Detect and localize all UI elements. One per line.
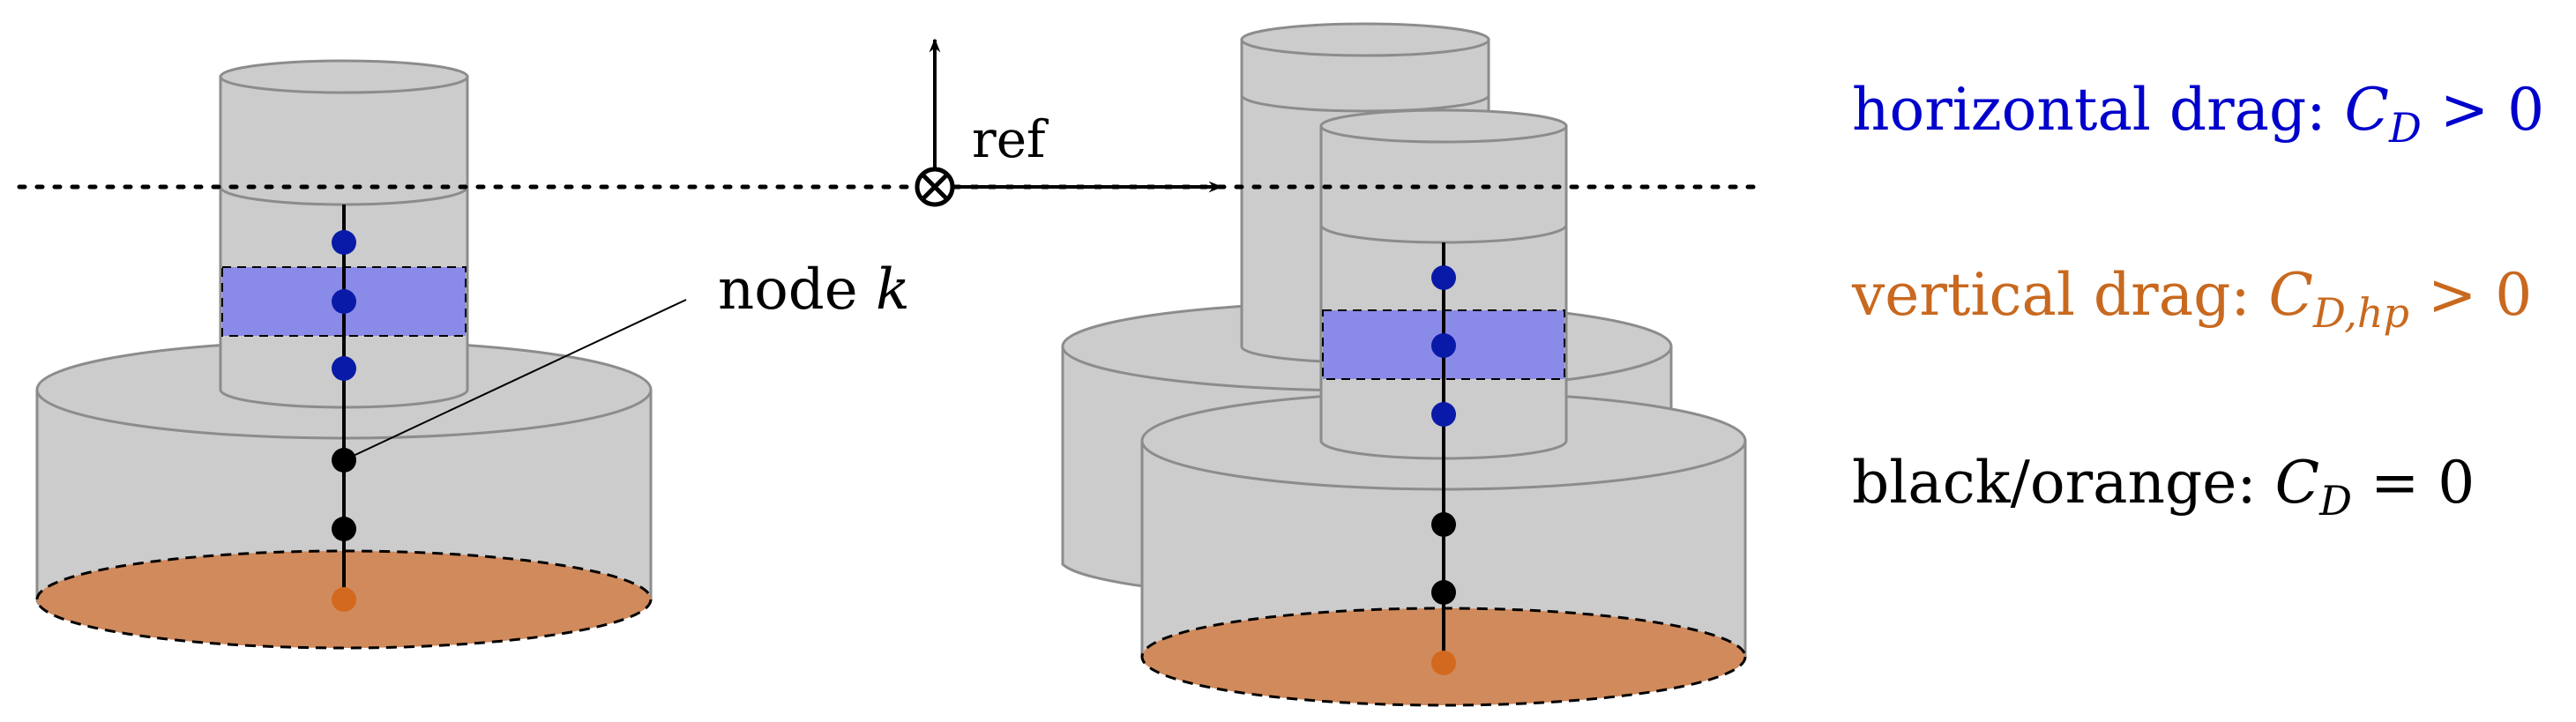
legend-zero-drag: black/orange: CD = 0: [1852, 449, 2475, 525]
node-label-var: k: [876, 257, 910, 323]
legend-zero-sym: C: [2275, 449, 2320, 517]
legend-vertical-text: vertical drag:: [1851, 261, 2269, 329]
right-structure: [1061, 22, 1747, 707]
legend-horizontal-rel: > 0: [2422, 76, 2544, 144]
legend-vertical-rel: > 0: [2409, 261, 2532, 329]
left-node-orange: [332, 587, 356, 612]
right-back-segment-line: [1240, 94, 1490, 113]
node-label-text: node: [718, 257, 876, 323]
legend: horizontal drag: CD > 0 vertical drag: C…: [1851, 76, 2544, 525]
legend-vertical-drag: vertical drag: CD,hp > 0: [1851, 261, 2532, 337]
legend-zero-text: black/orange:: [1852, 449, 2275, 517]
legend-vertical-sub: D,hp: [2312, 289, 2409, 337]
right-front-segment-line: [1319, 224, 1568, 244]
node-k-label: node k: [718, 257, 910, 323]
left-node-blue-1: [332, 230, 356, 255]
legend-horizontal-sub: D: [2388, 104, 2422, 152]
legend-horizontal-drag: horizontal drag: CD > 0: [1852, 76, 2544, 152]
legend-zero-rel: = 0: [2352, 449, 2475, 517]
left-upper-cylinder-top: [219, 59, 469, 94]
ref-label-text: ref: [972, 109, 1049, 169]
right-front-upper-cylinder-top: [1319, 108, 1568, 144]
right-node-black-2: [1431, 580, 1456, 605]
right-node-blue-2: [1431, 333, 1456, 358]
legend-vertical-sym: C: [2269, 261, 2314, 329]
left-node-blue-2: [332, 289, 356, 314]
right-node-blue-1: [1431, 265, 1456, 290]
legend-horizontal-text: horizontal drag:: [1852, 76, 2345, 144]
ref-origin-cross-b: [921, 173, 949, 201]
legend-zero-sub: D: [2318, 477, 2352, 525]
left-node-blue-3: [332, 356, 356, 381]
right-node-black-1: [1431, 512, 1456, 537]
left-node-black-2: [332, 517, 356, 541]
right-node-blue-3: [1431, 402, 1456, 427]
node-k-callout-line: [343, 299, 687, 461]
left-segment-line: [219, 186, 469, 206]
ref-label: ref: [972, 109, 1049, 169]
reference-frame: [915, 38, 1223, 207]
right-node-orange: [1431, 651, 1456, 675]
left-structure: [35, 59, 687, 650]
legend-horizontal-sym: C: [2345, 76, 2390, 144]
right-back-upper-cylinder-top: [1240, 22, 1490, 57]
